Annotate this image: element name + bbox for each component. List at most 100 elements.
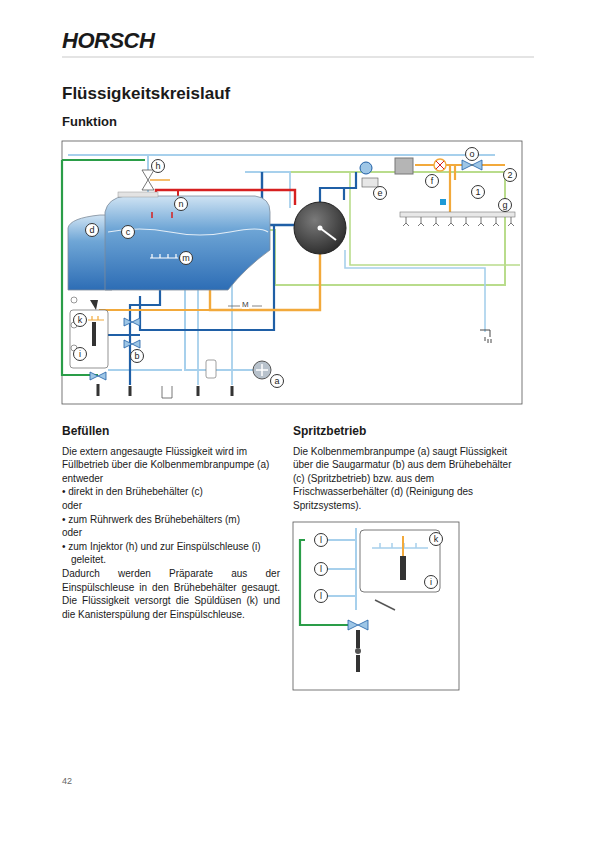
callout-circle: o [465,147,479,161]
component-body [62,141,522,404]
pipe-line [403,217,409,226]
callout-circle: h [151,159,165,173]
bullet-item: • zum Rührwerk des Brühebehälters (m) [62,513,280,527]
body-text: oder [62,499,280,513]
callout-letter: i [79,350,81,359]
pipe-line [124,340,140,348]
component-symbol [71,297,77,303]
section-heading: Funktion [62,114,117,129]
pipe-line [508,217,514,226]
pipe-line [152,212,172,218]
pipe-line [256,364,268,376]
component-body [206,360,216,378]
pipe-line [320,172,356,202]
body-text: Die extern angesaugte Flüssigkeit wird i… [62,445,280,486]
pipe-line [478,217,484,226]
callout-circle: l [314,562,328,576]
pipe-line [415,165,505,215]
callout-letter: g [502,201,507,210]
callout-letter: n [178,200,183,209]
component-body [362,178,378,187]
component-body [118,192,158,197]
pipe-line [493,217,499,226]
component-body [440,199,446,205]
component-body [92,322,96,346]
callout-letter: e [377,189,382,198]
pipe-line [433,217,439,226]
svg-part [62,57,534,58]
pipe-line [108,334,140,336]
pipe-line [162,386,172,398]
callout-circle: k [429,532,443,546]
callout-circle: l [314,589,328,603]
component-symbol [294,202,346,254]
pipe-line [300,540,348,625]
page-number: 42 [62,776,72,786]
callout-circle: d [85,223,99,237]
svg-part [403,217,514,226]
pipe-line [402,536,404,556]
pipe-line [348,620,368,630]
subsection-heading: Spritzbetrieb [293,425,513,439]
pipe-line [100,310,320,330]
pipe-line [327,528,356,610]
pipe-line [463,217,469,226]
pipe-line [90,300,98,310]
callout-letter: 1 [475,188,480,197]
callout-letter: l [320,536,322,545]
callout-letter: b [134,352,139,361]
callout-letter: a [274,377,279,386]
callout-circle: a [270,374,284,388]
callout-circle: i [424,575,438,589]
pipe-line [108,369,182,371]
brand-logo: HORSCH [62,28,154,54]
pipe-line [124,318,140,326]
svg-part [320,228,336,240]
callout-circle: l [314,533,328,547]
callout-letter: h [155,162,160,171]
callout-letter: k [78,316,83,325]
pipe-line [350,172,520,265]
pipe-line [480,330,491,343]
callout-circle: 2 [503,168,517,182]
motor-symbol: M [242,300,249,309]
callout-circle: 1 [471,185,485,199]
pipe-line [90,372,106,380]
body-text: Dadurch werden Präparate aus der Einspül… [62,567,280,621]
pipe-line [418,217,424,226]
callout-letter: o [469,150,474,159]
callout-circle: i [73,347,87,361]
pipe-line [462,160,482,170]
bullet-item: • direkt in den Brühebehälter (c) [62,485,280,499]
pipe-line [436,161,444,169]
component-symbol [434,159,446,171]
callout-letter: d [89,226,94,235]
callout-circle: g [498,198,512,212]
callout-letter: f [431,177,434,186]
pipe-line [448,217,454,226]
component-body [360,530,440,592]
pipe-line [372,543,428,548]
component-body [395,158,413,174]
callout-circle: f [425,174,439,188]
body-text: Die Kolbenmembranpumpe (a) saugt Flüssig… [293,445,513,513]
text-column: SpritzbetriebDie Kolbenmembranpumpe (a) … [293,425,513,513]
callout-circle: m [179,251,193,265]
component-body [293,522,459,690]
callout-letter: l [320,565,322,574]
pipe-line [98,384,232,396]
callout-circle: c [121,225,135,239]
component-symbol [355,648,361,654]
component-body [400,212,515,217]
callout-letter: k [434,535,439,544]
pipe-line [375,600,395,610]
callout-letter: 2 [507,171,512,180]
bullet-item: • zum Injektor (h) und zur Einspülschleu… [62,540,280,567]
callout-letter: i [430,578,432,587]
pipe-line [142,170,154,190]
component-body [400,556,406,580]
text-column: BefüllenDie extern angesaugte Flüssigkei… [62,425,280,621]
component-symbol [253,361,271,379]
pipe-line [105,196,270,290]
callout-circle: e [373,186,387,200]
